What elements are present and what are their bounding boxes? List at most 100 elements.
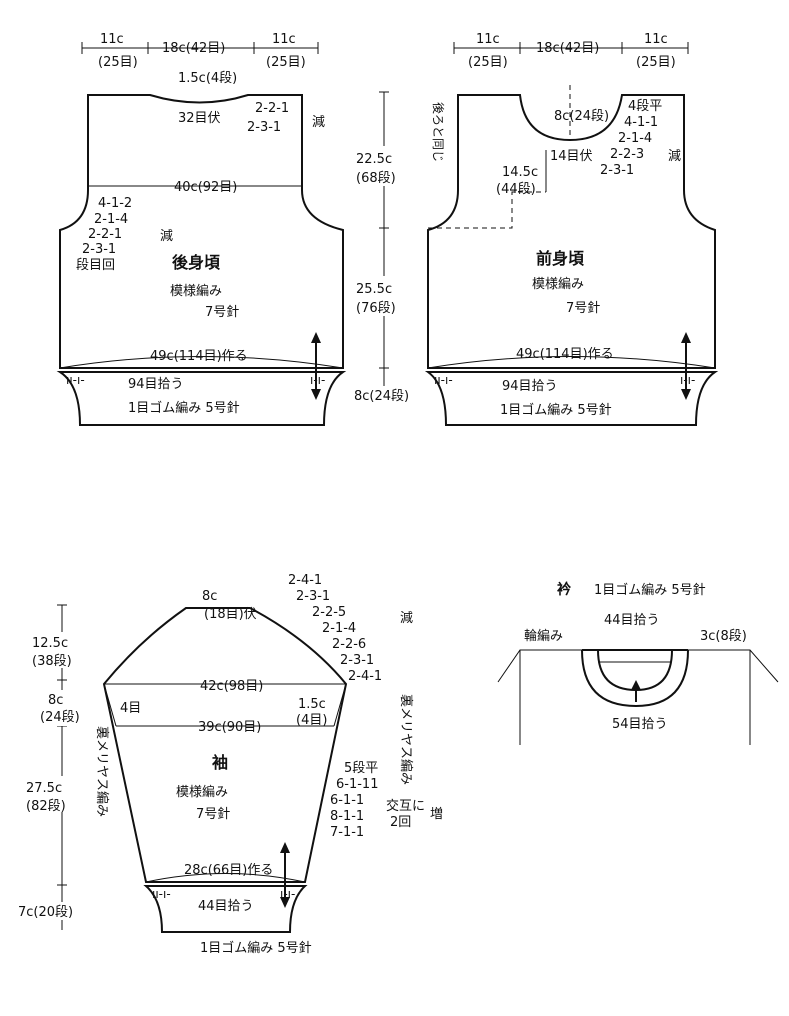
front-neck-depth-2-rows: (44段) [496,182,536,197]
armhole-rows: (68段) [356,171,396,186]
front-needle: 7号針 [566,301,600,316]
sleeve-title: 袖 [212,753,228,772]
back-arm-dec-3: 2-2-1 [88,227,122,242]
sleeve-inc-times: 2回 [390,815,411,830]
back-arm-dec-4: 2-3-1 [82,242,116,257]
sleeve-reverse-right: 裏メリヤス編み [398,694,414,785]
sleeve-inc-2: 6-1-1 [330,793,364,808]
front-top-right-sts: (25目) [636,55,676,70]
svg-text:ı-ı-: ı-ı- [680,373,695,387]
sleeve-outline [102,607,348,883]
front-cast-on: 49c(114目)作る [516,347,614,362]
sleeve-length-rows: (82段) [26,799,66,814]
front-ribbing [424,371,719,426]
collar-outer [581,649,689,708]
back-outline [59,94,344,369]
front-pickup: 94目拾う [502,379,558,394]
body-height-dimensions: 22.5c (68段) 25.5c (76段) 8c(24段) [352,91,428,404]
back-neck-dec-2: 2-3-1 [247,120,281,135]
front-outline [427,94,716,369]
collar-height: 3c(8段) [700,629,747,644]
front-top-left-sts: (25目) [468,55,508,70]
back-title: 後身頃 [172,253,221,272]
front-neck-dec-1: 4-1-1 [624,115,658,130]
back-pickup: 94目拾う [128,377,184,392]
sleeve-cap-top-sts: (18目)伏 [204,607,257,622]
back-pattern: 模様編み [170,283,222,299]
sleeve-cap-dec-1: 2-4-1 [288,573,322,588]
sleeve-ribbing [143,885,308,933]
sleeve-inc-1: 6-1-11 [336,777,378,792]
sleeve-left-4: 4目 [120,701,141,716]
front-pattern: 模様編み [532,276,584,292]
back-piece: 11c (25目) 18c(42目) 11c (25目) 1.5c(4段) ıı… [56,32,347,426]
back-neck-dec-mark: 減 [312,114,325,130]
svg-text:ıı-ı-: ıı-ı- [434,373,453,387]
front-neck-dec-4: 2-3-1 [600,163,634,178]
sleeve-cap-height: 12.5c [32,636,68,651]
sleeve-width-mid: 39c(90目) [198,720,261,735]
back-neck-bind: 32目伏 [178,111,221,126]
back-needle: 7号針 [205,305,239,320]
front-rib: 1目ゴム編み 5号針 [500,402,612,418]
collar-pickup-bottom: 54目拾う [612,717,668,732]
armhole-height: 22.5c [356,152,392,167]
collar-pickup-top: 44目拾う [604,613,660,628]
body-rows: (76段) [356,301,396,316]
front-top-left: 11c [476,32,500,47]
front-top-right: 11c [644,32,668,47]
sleeve-piece: 12.5c (38段) 8c (24段) 27.5c (82段) 7c(20段)… [16,573,443,956]
sleeve-cap-rows: (38段) [32,654,72,669]
sleeve-cap-dec-5: 2-2-6 [332,637,366,652]
back-top-right: 11c [272,32,296,47]
sleeve-cast-on: 28c(66目)作る [184,863,273,878]
back-top-mid: 18c(42目) [162,41,225,56]
sleeve-reverse-left: 裏メリヤス編み [94,726,110,817]
sleeve-cap-dec-7: 2-4-1 [348,669,382,684]
back-cast-on: 49c(114目)作る [150,349,248,364]
back-top-left: 11c [100,32,124,47]
sleeve-inc-4: 7-1-1 [330,825,364,840]
svg-text:ı-ı-: ı-ı- [310,373,325,387]
front-piece: 11c (25目) 18c(42目) 11c (25目) ıı-ı- ı-ı- … [424,32,719,426]
sleeve-cap-dec-mark: 減 [400,610,413,626]
front-neck-depth-2: 14.5c [502,165,538,180]
sleeve-pickup: 44目拾う [198,899,254,914]
sleeve-cap-dec-6: 2-3-1 [340,653,374,668]
back-top-right-sts: (25目) [266,55,306,70]
front-top-mid: 18c(42目) [536,41,599,56]
front-neck-depth: 8c(24段) [554,109,609,124]
svg-text:ıı-ı-: ıı-ı- [152,887,171,901]
sleeve-cap-dec-2: 2-3-1 [296,589,330,604]
sleeve-width-top: 42c(98目) [200,679,263,694]
svg-text:ıı-ı-: ıı-ı- [66,373,85,387]
sleeve-pattern: 模様編み [176,784,228,800]
back-top-left-sts: (25目) [98,55,138,70]
back-rib: 1目ゴム編み 5号針 [128,400,240,416]
back-neck-depth: 1.5c(4段) [178,71,237,86]
back-ribbing [56,371,347,426]
collar-subtitle: 1目ゴム編み 5号針 [594,582,706,598]
back-arm-dec-2: 2-1-4 [94,212,128,227]
sleeve-right-side-sts: (4目) [296,713,327,728]
collar-round: 輪編み [524,628,563,644]
sleeve-inc-mark: 増 [430,807,443,822]
sleeve-cap-dec-3: 2-2-5 [312,605,346,620]
collar-title: 衿 [557,581,572,598]
back-arm-dec-mark: 減 [160,228,173,244]
front-title: 前身頃 [536,249,585,268]
sleeve-inc-flat: 5段平 [344,761,378,776]
back-neck-dec-1: 2-2-1 [255,101,289,116]
front-neck-dec-mark: 減 [668,148,681,164]
sleeve-needle: 7号針 [196,807,230,822]
sleeve-upper-height: 8c [48,693,63,708]
front-neck-flat: 4段平 [628,99,662,114]
back-arm-dec-legend: 段目回 [76,258,115,273]
sleeve-cap-dec-4: 2-1-4 [322,621,356,636]
back-width: 40c(92目) [174,180,237,195]
sleeve-upper-rows: (24段) [40,710,80,725]
front-neck-dec-2: 2-1-4 [618,131,652,146]
collar-piece: 衿 1目ゴム編み 5号針 輪編み 44目拾う 3c(8段) 54目拾う [497,581,779,745]
